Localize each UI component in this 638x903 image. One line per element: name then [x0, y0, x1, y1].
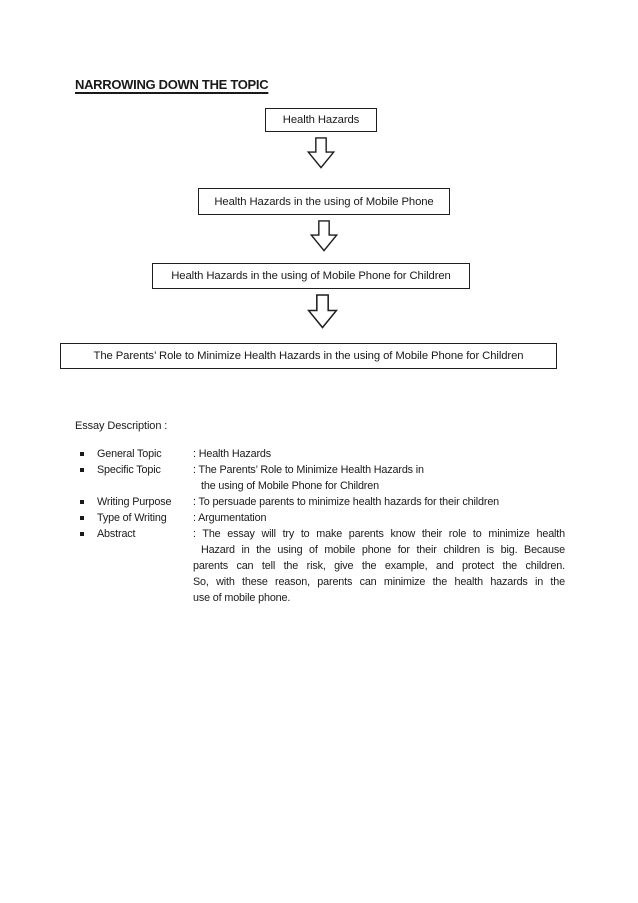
- item-value-line: : Health Hazards: [193, 448, 272, 460]
- essay-heading: Essay Description :: [75, 420, 168, 432]
- essay-item-writing-purpose: Writing Purpose : To persuade parents to…: [75, 494, 565, 510]
- bullet-square-icon: [80, 500, 84, 504]
- flow-box-label: Health Hazards in the using of Mobile Ph…: [214, 195, 434, 208]
- page-title: NARROWING DOWN THE TOPIC: [75, 77, 269, 92]
- item-value-line: Hazard in the using of mobile phone for …: [201, 544, 565, 556]
- essay-description-list: General Topic : Health Hazards Specific …: [75, 446, 565, 606]
- item-value-line: : Argumentation: [193, 512, 267, 524]
- item-value-line: : To persuade parents to minimize health…: [193, 496, 500, 508]
- item-label: Writing Purpose: [97, 496, 172, 508]
- essay-item-abstract: Abstract : The essay will try to make pa…: [75, 526, 565, 606]
- flow-box-label: The Parents’ Role to Minimize Health Haz…: [93, 350, 524, 362]
- item-value: : The Parents’ Role to Minimize Health H…: [193, 462, 565, 494]
- bullet-cell: [75, 510, 97, 520]
- down-arrow-icon: [309, 220, 339, 252]
- flow-box-specific-topic: The Parents’ Role to Minimize Health Haz…: [60, 343, 557, 369]
- bullet-cell: [75, 526, 97, 536]
- item-value-line: parents can tell the risk, give the exam…: [193, 560, 565, 572]
- bullet-cell: [75, 462, 97, 472]
- essay-item-type-of-writing: Type of Writing : Argumentation: [75, 510, 565, 526]
- down-arrow-icon: [306, 137, 336, 169]
- item-value: : Argumentation: [193, 510, 565, 526]
- bullet-square-icon: [80, 532, 84, 536]
- item-label: Abstract: [97, 528, 136, 540]
- item-value: : To persuade parents to minimize health…: [193, 494, 565, 510]
- flow-box-label: Health Hazards: [282, 114, 360, 126]
- item-value: : The essay will try to make parents kno…: [193, 526, 565, 606]
- item-value: : Health Hazards: [193, 446, 565, 462]
- item-label: General Topic: [97, 448, 162, 460]
- essay-item-specific-topic: Specific Topic : The Parents’ Role to Mi…: [75, 462, 565, 494]
- bullet-cell: [75, 494, 97, 504]
- bullet-cell: [75, 446, 97, 456]
- item-value-line: the using of Mobile Phone for Children: [201, 480, 379, 492]
- bullet-square-icon: [80, 452, 84, 456]
- essay-item-general-topic: General Topic : Health Hazards: [75, 446, 565, 462]
- item-value-line: : The essay will try to make parents kno…: [193, 528, 565, 540]
- item-label: Specific Topic: [97, 464, 161, 476]
- flow-box-topic-children: Health Hazards in the using of Mobile Ph…: [152, 263, 470, 289]
- bullet-square-icon: [80, 516, 84, 520]
- item-value-line: use of mobile phone.: [193, 592, 291, 604]
- item-label: Type of Writing: [97, 512, 167, 524]
- bullet-square-icon: [80, 468, 84, 472]
- down-arrow-icon: [307, 294, 338, 329]
- item-value-line: : The Parents’ Role to Minimize Health H…: [193, 464, 424, 476]
- flow-box-general-topic: Health Hazards: [265, 108, 377, 132]
- flow-box-label: Health Hazards in the using of Mobile Ph…: [171, 270, 451, 282]
- flow-box-topic-mobile-phone: Health Hazards in the using of Mobile Ph…: [198, 188, 450, 215]
- item-value-line: So, with these reason, parents can minim…: [193, 576, 565, 588]
